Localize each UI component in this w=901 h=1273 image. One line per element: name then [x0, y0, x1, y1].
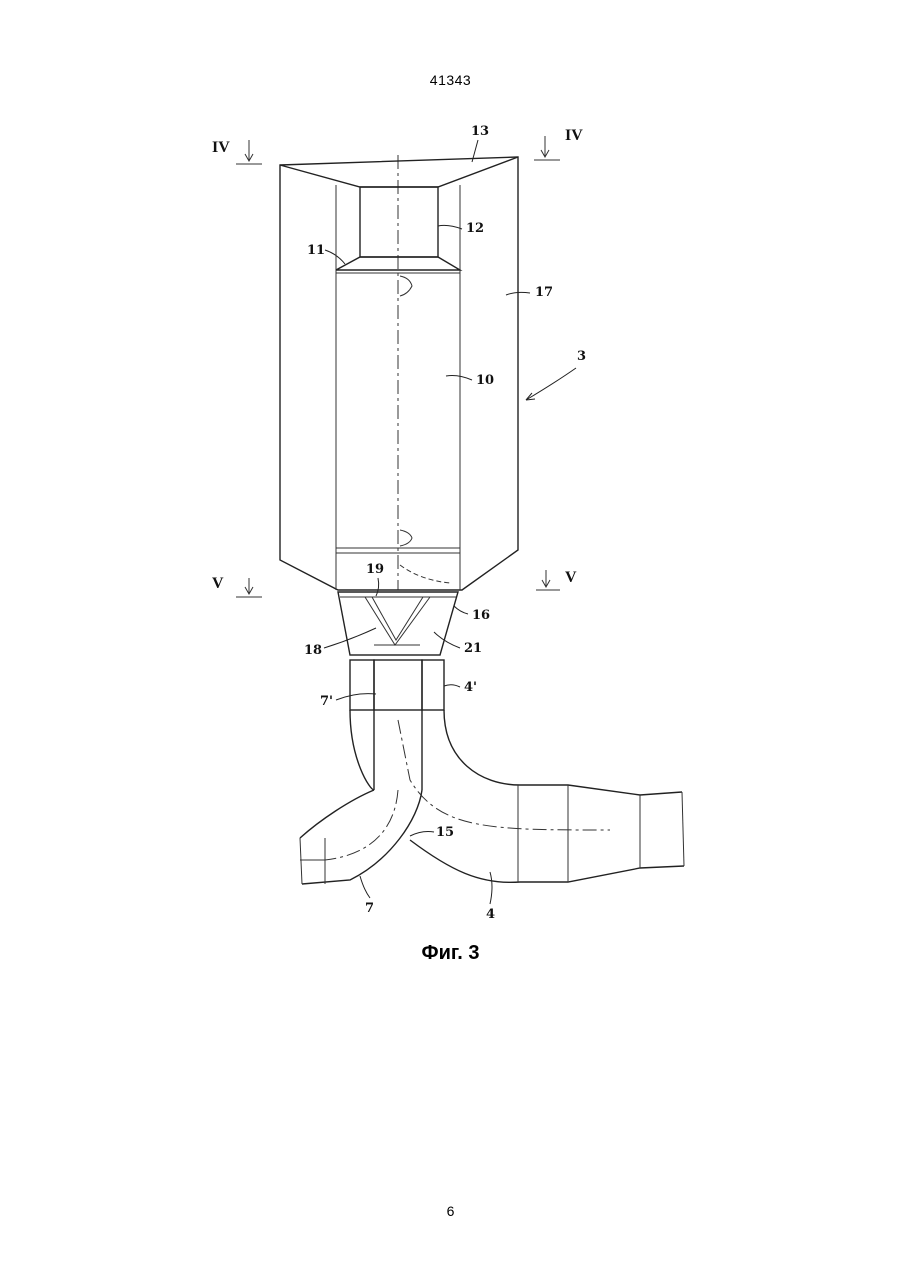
section-label-iv-right: IV	[565, 127, 583, 144]
ref-label-17: 17	[535, 285, 553, 300]
ref-label-13: 13	[471, 124, 489, 139]
section-mark-iv-right: IV	[534, 127, 583, 160]
ref-label-10: 10	[476, 373, 494, 388]
ref-label-18: 18	[304, 643, 322, 658]
section-mark-v-left: V	[212, 575, 262, 597]
splitter-section	[338, 592, 458, 660]
ref-label-15: 15	[436, 825, 454, 840]
section-label-v-left: V	[212, 575, 224, 592]
ref-label-12: 12	[466, 221, 484, 236]
patent-drawing: IV IV	[200, 100, 700, 930]
duct-7-bend	[300, 710, 422, 884]
section-mark-iv-left: IV	[212, 139, 262, 164]
ref-label-11: 11	[307, 243, 325, 258]
figure-caption: Фиг. 3	[0, 942, 901, 965]
section-mark-v-right: V	[536, 569, 577, 590]
ref-label-7-prime: 7'	[320, 694, 333, 709]
ref-label-4-prime: 4'	[464, 680, 477, 695]
duct-4-bend	[398, 710, 684, 882]
page-number: 6	[0, 1203, 901, 1219]
ref-label-16: 16	[472, 608, 490, 623]
ref-label-4: 4	[486, 907, 495, 922]
section-label-iv-left: IV	[212, 139, 230, 156]
section-label-v-right: V	[565, 569, 577, 586]
ref-label-3: 3	[577, 349, 586, 364]
ref-label-21: 21	[464, 641, 482, 656]
ref-label-7: 7	[365, 901, 374, 916]
duct-pair	[350, 660, 444, 710]
document-number: 41343	[0, 72, 901, 88]
ref-label-19: 19	[366, 562, 384, 577]
